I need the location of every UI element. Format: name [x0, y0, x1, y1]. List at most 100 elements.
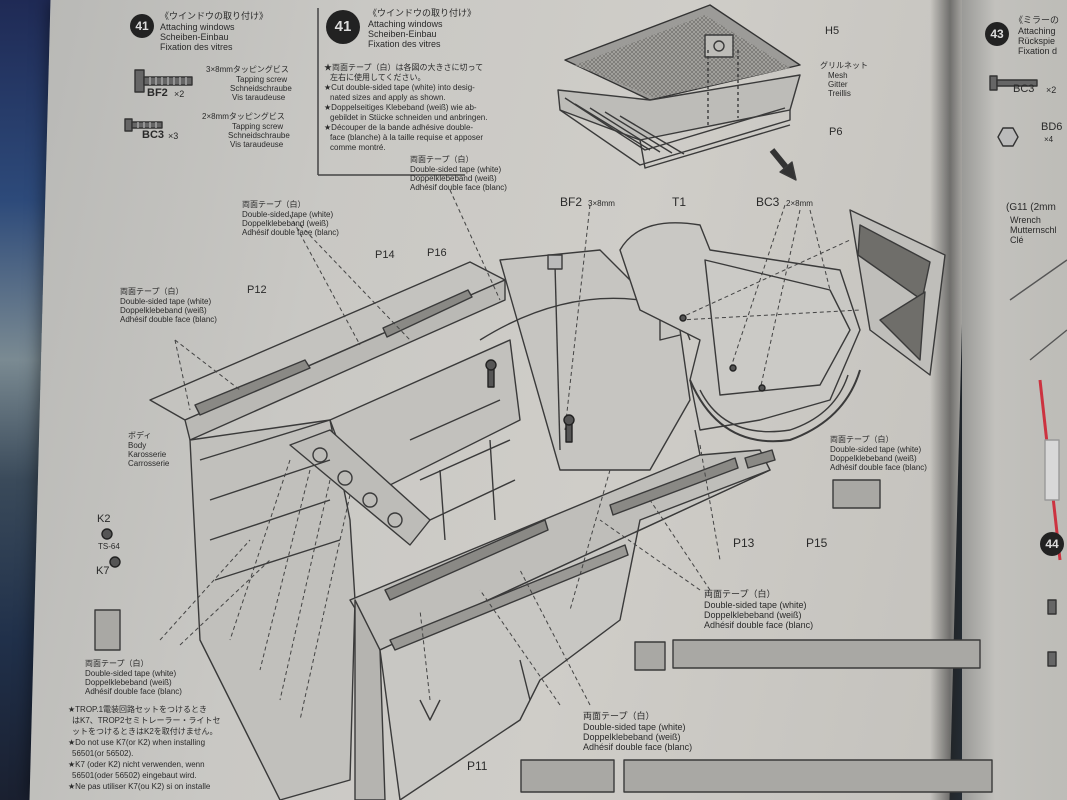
tape-label-jp: 両面テープ（白） [704, 589, 776, 599]
label-body-jp: ボディ [128, 431, 152, 440]
step-title-de: Scheiben-Einbau [160, 32, 229, 42]
next-step-44-badge: 44 [1040, 532, 1064, 556]
tape-label-de: Doppelklebeband (weiß) [242, 219, 329, 228]
part-code: BF2 [147, 87, 168, 99]
label-p13: P13 [733, 536, 755, 550]
right-tool-code: (G11 (2mm [1006, 202, 1056, 213]
right-tool-de: Mutternschl [1010, 225, 1057, 235]
tape-label-en: Double-sided tape (white) [704, 600, 807, 610]
note-line: はK7、TROP2セミトレーラー・ライトセ [72, 716, 221, 725]
right-part-qty: ×2 [1046, 85, 1057, 95]
step-title-jp: 《ウインドウの取り付け》 [160, 11, 269, 21]
next-step-title-fr: Fixation d [1018, 46, 1058, 56]
part-name-fr: Vis taraudeuse [232, 93, 286, 102]
right-part-code: BD6 [1041, 121, 1063, 133]
note-line: 左右に使用してください。 [330, 73, 426, 82]
note-line: 56501(or 56502). [72, 749, 134, 758]
tape-label-fr: Adhésif double face (blanc) [120, 315, 217, 324]
right-tool-fr: Clé [1010, 235, 1024, 245]
step-number-badge: 41 [130, 14, 154, 38]
label-h5: H5 [825, 25, 840, 37]
next-step-title-en: Attaching [1018, 26, 1056, 36]
truck-body-part [94, 209, 993, 800]
part-name-en: Tapping screw [236, 75, 288, 84]
tape-label-fr: Adhésif double face (blanc) [242, 228, 339, 237]
label-t1: T1 [672, 195, 687, 209]
part-name-en: Tapping screw [232, 122, 284, 131]
right-part-qty: ×4 [1044, 135, 1054, 144]
main-step-title-en: Attaching windows [368, 19, 443, 29]
tape-label-jp: 両面テープ（白） [583, 711, 655, 721]
note-line: ットをつけるときはK2を取付けません。 [72, 727, 218, 736]
label-p11: P11 [467, 759, 488, 773]
label-p16: P16 [427, 247, 447, 259]
note-line: ★Cut double-sided tape (white) into desi… [324, 83, 475, 92]
label-body-fr: Carrosserie [128, 459, 170, 468]
note-line: ★Découper de la bande adhésive double- [324, 123, 474, 132]
label-mesh-jp: グリルネット [820, 61, 868, 70]
label-p14: P14 [375, 249, 395, 261]
tape-label-fr: Adhésif double face (blanc) [704, 620, 814, 630]
tape-label-fr: Adhésif double face (blanc) [583, 742, 693, 752]
label-k2: K2 [97, 513, 111, 525]
right-part-code: BC3 [1013, 83, 1035, 95]
tape-label-en: Double-sided tape (white) [120, 297, 212, 306]
step-title-en: Attaching windows [160, 22, 235, 32]
tape-label-de: Doppelklebeband (weiß) [120, 306, 207, 315]
part-qty: ×3 [168, 131, 179, 141]
label-body-en: Body [128, 441, 147, 450]
label-p12: P12 [247, 284, 267, 296]
tape-label-de: Doppelklebeband (weiß) [85, 678, 172, 687]
note-line: ★両面テープ（白）は各図の大きさに切って [324, 63, 484, 72]
note-line: comme montré. [330, 143, 386, 152]
grille-mesh-part [557, 4, 801, 169]
label-bf2: BF2 [560, 195, 583, 209]
label-mesh-de: Gitter [828, 80, 848, 89]
part-name-de: Schneidschraube [230, 84, 292, 93]
tape-label-de: Doppelklebeband (weiß) [410, 174, 497, 183]
note-line: ★Doppelseitiges Klebeband (weiß) wie ab- [324, 103, 477, 112]
tape-label-en: Double-sided tape (white) [242, 210, 334, 219]
tape-label-fr: Adhésif double face (blanc) [85, 687, 182, 696]
label-p6: P6 [829, 126, 843, 138]
note-line: 56501(oder 56502) eingebaut wird. [72, 771, 197, 780]
tape-label-jp: 両面テープ（白） [85, 659, 149, 668]
part-size-jp: 2×8mmタッピングビス [202, 112, 285, 121]
note-line: ★Do not use K7(or K2) when installing [68, 738, 206, 747]
tape-label-en: Double-sided tape (white) [85, 669, 177, 678]
note-line: ★TROP.1電装回路セットをつけるとき [68, 705, 208, 714]
tape-label-jp: 両面テープ（白） [830, 435, 894, 444]
tape-label-fr: Adhésif double face (blanc) [410, 183, 507, 192]
main-step-number-badge: 41 [326, 10, 360, 44]
tape-label-de: Doppelklebeband (weiß) [583, 732, 681, 742]
part-size-jp: 3×8mmタッピングビス [206, 65, 289, 74]
part-code: BC3 [142, 129, 165, 141]
tape-label-fr: Adhésif double face (blanc) [830, 463, 927, 472]
tape-label-en: Double-sided tape (white) [410, 165, 502, 174]
label-mesh-fr: Treillis [828, 89, 851, 98]
part-name-fr: Vis taraudeuse [230, 140, 284, 149]
label-ts64: TS-64 [98, 542, 120, 551]
label-bc3: BC3 [756, 195, 780, 209]
label-p15: P15 [806, 536, 828, 550]
tape-label-en: Double-sided tape (white) [583, 722, 686, 732]
label-body-de: Karosserie [128, 450, 167, 459]
main-step-title-fr: Fixation des vitres [368, 39, 441, 49]
tape-label-jp: 両面テープ（白） [242, 200, 306, 209]
tape-label-de: Doppelklebeband (weiß) [704, 610, 802, 620]
label-k7: K7 [96, 565, 110, 577]
note-line: gebildet in Stücke schneiden und anbring… [330, 113, 488, 122]
right-tool-en: Wrench [1010, 215, 1041, 225]
tape-label-jp: 両面テープ（白） [120, 287, 184, 296]
note-line: nated sizes and apply as shown. [330, 93, 446, 102]
label-bc3-size: 2×8mm [786, 199, 813, 208]
part-name-de: Schneidschraube [228, 131, 290, 140]
tape-label-de: Doppelklebeband (weiß) [830, 454, 917, 463]
note-line: ★K7 (oder K2) nicht verwenden, wenn [68, 760, 205, 769]
next-step-number-badge: 43 [985, 22, 1009, 46]
step-title-fr: Fixation des vitres [160, 42, 233, 52]
main-step-title-de: Scheiben-Einbau [368, 29, 437, 39]
part-qty: ×2 [174, 89, 185, 99]
label-bf2-size: 3×8mm [588, 199, 615, 208]
